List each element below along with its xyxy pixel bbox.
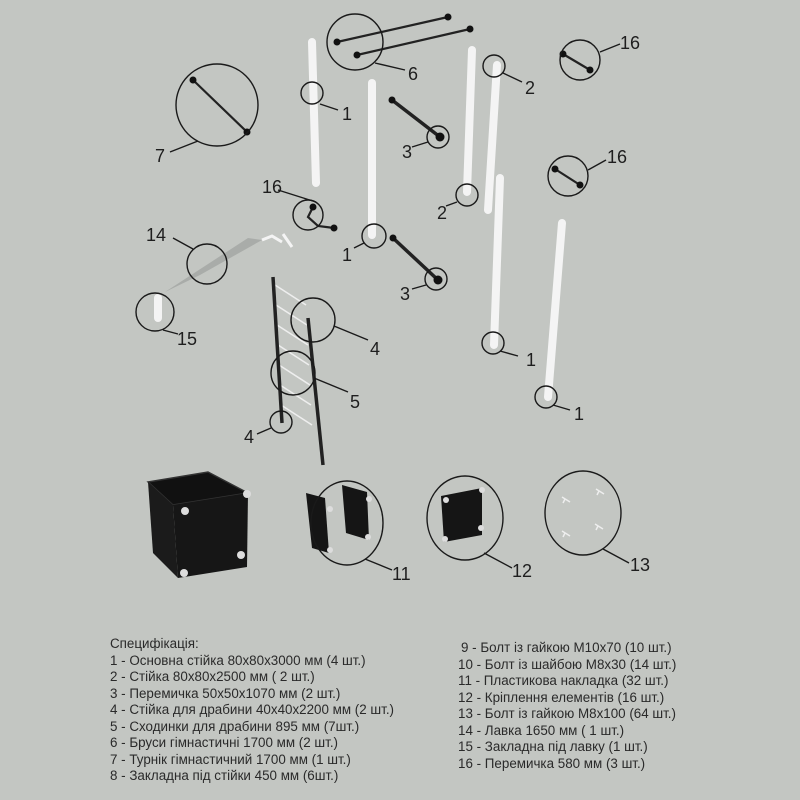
callout-5: 5 <box>350 392 360 412</box>
specification-list-left: Специфікація: 1 - Основна стійка 80x80x3… <box>110 636 394 785</box>
callout-1: 1 <box>342 104 352 124</box>
jumper-mid <box>554 168 581 186</box>
spec-item: 8 - Закладна під стійки 450 мм (6шт.) <box>110 768 339 783</box>
leader-lines <box>162 43 630 571</box>
spec-item: 14 - Лавка 1650 мм ( 1 шт.) <box>458 722 625 738</box>
callout-4: 4 <box>370 339 380 359</box>
spec-item: 5 - Сходинки для драбини 895 мм (7шт.) <box>110 718 360 734</box>
spec-item: 6 - Бруси гімнастичні 1700 мм (2 шт.) <box>110 735 338 750</box>
callout-2: 2 <box>525 78 535 98</box>
specification-list-right: 9 - Болт із гайкою M10x70 (10 шт.) 10 - … <box>458 640 676 772</box>
spec-item: 15 - Закладна під лавку (1 шт.) <box>458 739 648 754</box>
bench-bracket <box>261 233 294 248</box>
callout-6: 6 <box>408 64 418 84</box>
posts <box>154 38 566 401</box>
post-embed-box <box>146 471 251 578</box>
callout-2: 2 <box>437 203 447 223</box>
callout-labels: 1 1 1 1 2 2 3 3 4 4 5 6 7 11 12 13 14 15… <box>146 33 650 584</box>
plastic-caps <box>306 485 372 553</box>
spec-item: 13 - Болт із гайкою M8x100 (64 шт.) <box>458 706 676 721</box>
ladder-rail-left <box>271 276 284 424</box>
spec-item: 7 - Турнік гімнастичний 1700 мм (1 шт.) <box>110 751 351 767</box>
callout-16: 16 <box>262 177 282 197</box>
post-2b <box>484 61 501 214</box>
callout-11: 11 <box>392 564 411 584</box>
callout-12: 12 <box>512 561 532 581</box>
bolts-m8x100 <box>561 488 605 538</box>
pullup-bar <box>192 79 248 133</box>
callout-16: 16 <box>620 33 640 53</box>
spec-item: 2 - Стійка 80x80x2500 мм ( 2 шт.) <box>110 669 315 684</box>
spec-item: 1 - Основна стійка 80x80x3000 мм (4 шт.) <box>110 652 366 668</box>
post-1d <box>544 219 566 401</box>
spec-item: 9 - Болт із гайкою M10x70 (10 шт.) <box>461 640 672 655</box>
callout-14: 14 <box>146 225 166 245</box>
jumper-left <box>306 206 335 230</box>
spec-item: 3 - Перемичка 50x50x1070 мм (2 шт.) <box>110 685 341 701</box>
mount-plate <box>441 487 485 542</box>
spec-item: 11 - Пластикова накладка (32 шт.) <box>458 673 669 688</box>
callout-7: 7 <box>155 146 165 166</box>
callout-1: 1 <box>342 245 352 265</box>
bench <box>165 238 262 292</box>
post-1c <box>490 174 504 349</box>
spec-item: 16 - Перемичка 580 мм (3 шт.) <box>458 755 646 771</box>
callout-16: 16 <box>607 147 627 167</box>
post-1a <box>308 38 320 187</box>
spec-item: 10 - Болт із шайбою M8x30 (14 шт.) <box>458 656 677 672</box>
spec-item: 12 - Кріплення елементів (16 шт.) <box>458 689 665 705</box>
parallel-bar-2 <box>356 27 471 57</box>
specification-title: Специфікація: <box>110 636 199 651</box>
bars <box>192 15 591 282</box>
callout-1: 1 <box>574 404 584 424</box>
callout-1: 1 <box>526 350 536 370</box>
crossbar-top <box>390 98 442 139</box>
callout-3: 3 <box>400 284 410 304</box>
callout-4: 4 <box>244 427 254 447</box>
jumper-top <box>562 53 591 71</box>
post-2a <box>463 46 476 196</box>
crossbar-bottom <box>391 236 440 282</box>
spec-item: 4 - Стійка для драбини 40x40x2200 мм (2 … <box>110 702 394 717</box>
callout-13: 13 <box>630 555 650 575</box>
parallel-bar-1 <box>336 15 449 44</box>
callout-3: 3 <box>402 142 412 162</box>
callout-15: 15 <box>177 329 197 349</box>
